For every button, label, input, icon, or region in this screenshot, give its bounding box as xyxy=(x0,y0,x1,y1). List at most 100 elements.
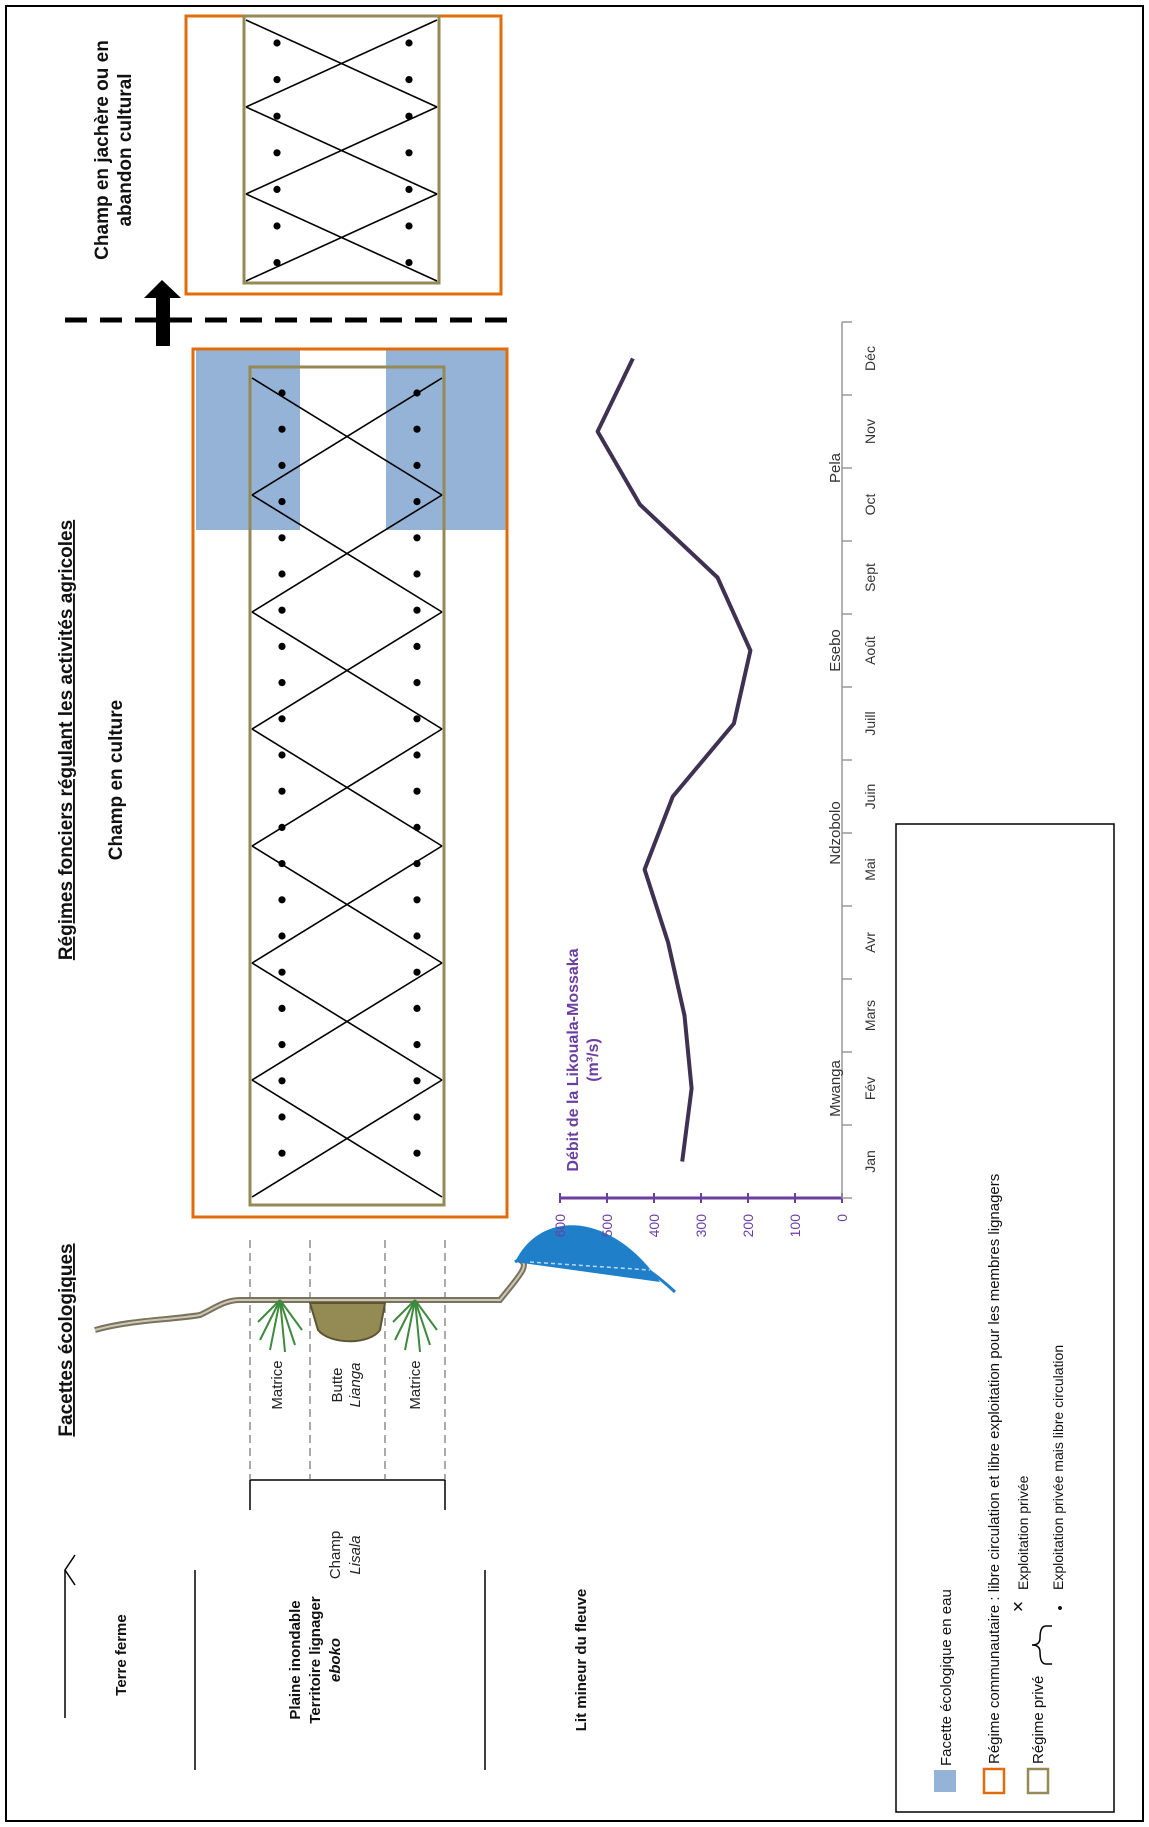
private-dot xyxy=(405,76,413,84)
private-dot xyxy=(413,679,421,687)
legend-brace xyxy=(1031,1625,1052,1665)
private-dot xyxy=(413,425,421,433)
private-dot xyxy=(405,149,413,157)
season-label: Pela xyxy=(827,452,844,483)
private-dot xyxy=(273,149,281,157)
x-cross-line xyxy=(251,1079,443,1198)
x-tick-label: Déc xyxy=(862,346,878,371)
regimes-heading: Régimes fonciers régulant les activités … xyxy=(56,520,77,960)
private-dot xyxy=(278,1077,286,1085)
x-tick-label: Oct xyxy=(862,494,878,516)
private-dot xyxy=(278,570,286,578)
lit-mineur-label: Lit mineur du fleuve xyxy=(573,1589,590,1732)
x-ticks: JanFévMarsAvrMaiJuinJuillAoûtSeptOctNovD… xyxy=(842,321,878,1199)
private-dot xyxy=(413,896,421,904)
private-dot xyxy=(278,498,286,506)
legend-x-label: Exploitation privée xyxy=(1015,1475,1031,1590)
private-dot xyxy=(405,222,413,230)
private-dot xyxy=(278,1041,286,1049)
legend-communal-label: Régime communautaire : libre circulation… xyxy=(986,1174,1003,1764)
y-tick-label: 300 xyxy=(693,1214,709,1238)
private-dot xyxy=(405,259,413,267)
facet-guides xyxy=(249,1240,446,1480)
matrice-top-label: Matrice xyxy=(269,1360,286,1409)
private-dot xyxy=(278,823,286,832)
ylabel-line1: Débit de la Likouala-Mossaka xyxy=(565,948,582,1171)
lisala-label: Lisala xyxy=(347,1535,364,1574)
cultivated-heading: Champ en culture xyxy=(106,700,127,860)
private-dot xyxy=(273,259,281,267)
legend-dot-label: Exploitation privée mais libre circulati… xyxy=(1050,1345,1066,1590)
discharge-series-line xyxy=(595,357,753,1162)
private-dot xyxy=(278,1113,286,1121)
x-cross-line xyxy=(251,611,443,730)
fallow-heading-1: Champ en jachère ou en xyxy=(92,40,113,260)
y-tick-label: 0 xyxy=(834,1214,850,1222)
x-tick-label: Sept xyxy=(862,563,878,592)
up-arrow-icon xyxy=(144,280,181,346)
x-tick-label: Juin xyxy=(862,784,878,810)
ecological-heading: Facettes écologiques xyxy=(56,1243,77,1436)
private-dot xyxy=(413,1004,421,1013)
y-tick-label: 100 xyxy=(787,1214,803,1238)
private-dot xyxy=(413,751,421,759)
butte-label: Butte xyxy=(329,1367,346,1402)
private-dot xyxy=(273,76,281,84)
grass-bottom-icon xyxy=(392,1299,438,1353)
transition xyxy=(65,280,510,346)
legend-private-label: Régime privé xyxy=(1030,1676,1047,1764)
x-cross-line xyxy=(251,962,443,1081)
private-dot xyxy=(413,968,421,976)
x-cross-line xyxy=(245,19,438,108)
private-dot xyxy=(413,534,421,542)
x-tick-label: Juill xyxy=(862,711,878,735)
legend-water-swatch xyxy=(934,1770,956,1792)
private-dot xyxy=(413,1077,421,1085)
ylabel-line2: (m³/s) xyxy=(585,1038,602,1082)
x-cross-line xyxy=(245,193,438,282)
y-tick-label: 400 xyxy=(646,1214,662,1238)
x-cross-line xyxy=(251,845,443,964)
fallow-communal-box xyxy=(184,14,503,296)
legend-dot-symbol: • xyxy=(1057,1600,1062,1617)
legend-water-label: Facette écologique en eau xyxy=(938,1589,955,1766)
private-dot xyxy=(413,606,421,614)
private-dot xyxy=(278,425,286,433)
fallow-heading-2: abandon cultural xyxy=(115,73,136,226)
private-dot xyxy=(278,389,286,397)
private-dot xyxy=(273,185,281,193)
private-dot-pattern xyxy=(278,389,421,1157)
private-dot xyxy=(413,1113,421,1121)
y-tick-label: 200 xyxy=(740,1214,756,1238)
x-tick-label: Avr xyxy=(862,932,878,953)
private-dot xyxy=(413,860,421,868)
private-dot xyxy=(278,896,286,904)
x-tick-label: Nov xyxy=(862,419,878,444)
lianga-label: Lianga xyxy=(347,1362,364,1407)
terre-ferme-label: Terre ferme xyxy=(113,1614,130,1695)
x-tick-label: Mars xyxy=(862,1000,878,1031)
legend-box xyxy=(895,823,1115,1813)
private-dot xyxy=(273,112,281,120)
private-dot xyxy=(413,498,421,506)
cultivated-field xyxy=(191,347,509,1219)
figure-frame xyxy=(5,5,1144,1822)
private-dot xyxy=(413,389,421,397)
y-tick-label: 600 xyxy=(552,1214,568,1238)
legend-x-symbol: ✕ xyxy=(1012,1599,1025,1616)
private-dot xyxy=(413,1149,421,1157)
private-dot xyxy=(413,787,421,795)
private-dot xyxy=(278,642,286,651)
x-cross-line xyxy=(251,494,443,613)
private-dot xyxy=(278,1149,286,1157)
legend-private-swatch xyxy=(1026,1767,1050,1795)
x-tick-label: Fév xyxy=(862,1077,878,1100)
private-dot xyxy=(413,570,421,578)
private-dot xyxy=(278,1004,286,1013)
matrice-bottom-label: Matrice xyxy=(407,1360,424,1409)
x-cross-line xyxy=(251,377,443,496)
x-cross-line xyxy=(245,106,438,195)
